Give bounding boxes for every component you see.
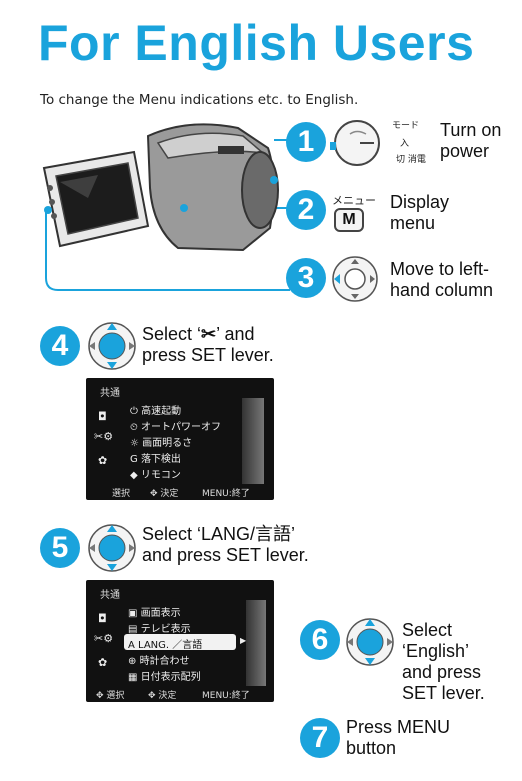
screen-2-item-5: ▦ 日付表示配列 [128,668,201,683]
menu-button-icon: M [334,208,364,232]
screen-1-item-2-label: オートパワーオフ [140,422,221,433]
step-4-text-line2: press SET lever. [142,345,274,365]
screen-2-side-panel [246,600,266,686]
remote-icon: ◆ [130,470,141,481]
screen-1-footer-exit: MENU:終了 [202,489,250,499]
screen-1-item-4: G 落下検出 [130,450,181,465]
camera-icon-2: ◘ [98,612,107,625]
screen-2-item-3-label: LANG. ／言語 [138,640,203,651]
step-5-text-line2: and press SET lever. [142,545,309,565]
screen-2-footer-ok: ✥ 決定 [148,688,176,701]
step-1-number: 1 [286,122,326,162]
screen-2-footer-exit: MENU:終了 [202,691,250,701]
step-6-text-line1: Select [402,620,453,640]
step-6-text-line4: SET lever. [402,683,485,703]
tv-icon: ▤ [128,624,141,635]
camera-icon: ◘ [98,410,107,423]
date-icon: ▦ [128,672,141,683]
step-1-text-line1: Turn on [440,120,502,140]
dial-off-label: 切 消電 [396,155,426,165]
dpad-icon: ✥ [150,489,161,499]
highlight-bar [124,634,236,650]
menu-jp-label: メニュー [332,194,376,207]
auto-off-icon: ⏲ [130,422,141,433]
menu-screen-2: 共通 ◘ ✂⚙ ✿ ▣ 画面表示 ▤ テレビ表示 A LANG. ／言語 ▶ ⊕… [86,580,274,702]
tools-icon-2: ✂⚙ [94,632,114,645]
screen-2-header: 共通 [100,590,120,601]
screen-1-item-3: ☼ 画面明るさ [130,434,192,449]
screen-2-footer-select-label: 選択 [106,691,125,701]
screen-1-footer-ok: ✥ 決定 [150,486,178,499]
step-5-text-line1: Select ‘LANG/言語’ [142,524,296,544]
screen-1-item-5-label: リモコン [140,470,181,481]
screen-2-item-2-label: テレビ表示 [140,624,191,635]
submenu-arrow-icon: ▶ [240,636,247,645]
step-2-text-line2: menu [390,213,436,233]
dpad-icon-2: ✥ [96,691,107,701]
step-4-text-line1-b: ’ and [216,324,255,344]
page-title: For English Users [38,15,475,71]
set-lever-updown-icon-2 [88,524,136,572]
set-lever-updown-icon-3 [346,618,394,666]
screen-1-item-2: ⏲ オートパワーオフ [130,418,221,433]
screen-2-item-4: ⊕ 時計合わせ [128,652,190,667]
step-7-text-line2: button [346,738,397,758]
screen-1-item-1: ⏻ 高速起動 [130,402,181,417]
step-6-number: 6 [300,620,340,660]
page-subtitle: To change the Menu indications etc. to E… [40,92,359,108]
step-3-text-line1: Move to left- [390,259,490,279]
step-1-text-line2: power [440,141,490,161]
screen-2-footer-ok-label: 決定 [158,691,177,701]
screen-1-item-3-label: 画面明るさ [142,438,193,449]
screen-2-footer-select: ✥ 選択 [96,688,124,701]
screen-2-item-2: ▤ テレビ表示 [128,620,191,635]
screen-1-item-4-label: 落下検出 [140,454,181,465]
drop-detect-icon: G [130,454,141,465]
screen-1-side-panel [242,398,264,484]
step-4-text-line1-a: Select ‘ [142,324,202,344]
step-5-number: 5 [40,528,80,568]
settings-tools-icon: ✂ [201,324,217,344]
screen-2-item-1-label: 画面表示 [140,608,181,619]
screen-2-item-5-label: 日付表示配列 [140,672,201,683]
step-6-text-line2: ‘English’ [402,641,470,661]
screen-1-item-1-label: 高速起動 [141,406,182,417]
brightness-icon: ☼ [130,438,143,449]
step-6-text-line3: and press [402,662,482,682]
display-icon: ▣ [128,608,141,619]
step-4-text-line1: Select ‘✂’ and [142,324,255,345]
tools-icon: ✂⚙ [94,430,114,443]
power-dial-icon [330,120,380,166]
set-lever-left-icon [332,256,378,302]
power-icon: ⏻ [130,406,142,417]
step-3-text-line2: hand column [390,280,494,300]
screen-2-item-3: A LANG. ／言語 [128,636,202,651]
dial-mode-label: モード [392,121,420,131]
screen-1-footer-select: 選択 [112,489,131,499]
step-4-number: 4 [40,326,80,366]
step-2-number: 2 [286,190,326,230]
screen-2-item-4-label: 時計合わせ [139,656,190,667]
menu-screen-1: 共通 ◘ ✂⚙ ✿ ⏻ 高速起動 ⏲ オートパワーオフ ☼ 画面明るさ G 落下… [86,378,274,500]
step-7-text-line1: Press MENU [346,717,451,737]
step-2-text-line1: Display [390,192,450,212]
step-3-number: 3 [286,258,326,298]
screen-1-item-5: ◆ リモコン [130,466,181,481]
clock-icon: ⊕ [128,656,140,667]
step-7-number: 7 [300,718,340,758]
screen-1-footer-ok-label: 決定 [160,489,179,499]
camcorder-illustration [42,123,290,291]
screen-2-item-1: ▣ 画面表示 [128,604,181,619]
flower-icon: ✿ [98,454,108,467]
dial-on-label: 入 [400,139,410,149]
flower-icon-2: ✿ [98,656,108,669]
lang-icon: A [128,640,139,651]
set-lever-updown-icon [88,322,136,370]
dpad-icon-3: ✥ [148,691,159,701]
screen-1-header: 共通 [100,388,120,399]
